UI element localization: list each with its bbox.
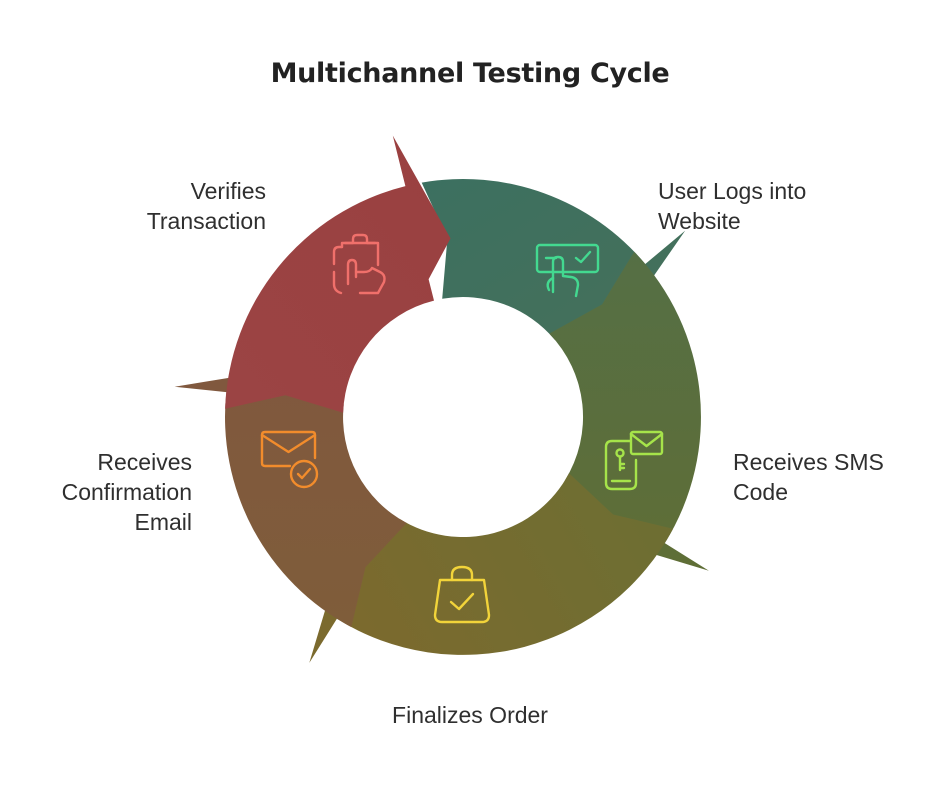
label-receives-confirmation-email: Receives Confirmation Email — [10, 447, 192, 537]
label-line: Receives — [97, 449, 192, 475]
clipboard-hand-icon — [332, 233, 386, 295]
segment-verifies-transaction — [225, 135, 451, 413]
envelope-check-icon — [260, 430, 319, 489]
touch-screen-checkmark-icon — [535, 243, 600, 298]
segment-receives-sms-code — [549, 251, 709, 571]
label-verifies-transaction: Verifies Transaction — [60, 176, 266, 236]
label-line: Confirmation — [61, 479, 192, 505]
label-line: Verifies — [190, 178, 266, 204]
phone-key-message-icon — [604, 430, 664, 491]
label-finalizes-order: Finalizes Order — [330, 700, 610, 730]
label-line: Code — [733, 479, 788, 505]
label-line: Finalizes Order — [392, 702, 548, 728]
segment-receives-confirmation-email — [174, 367, 407, 628]
label-line: Email — [134, 509, 192, 535]
label-line: Website — [658, 208, 741, 234]
diagram-title: Multichannel Testing Cycle — [270, 58, 670, 89]
label-user-logs-into-website: User Logs into Website — [658, 176, 918, 236]
label-line: User Logs into — [658, 178, 807, 204]
shopping-bag-check-icon — [433, 565, 491, 624]
label-line: Transaction — [146, 208, 266, 234]
label-line: Receives SMS — [733, 449, 884, 475]
label-receives-sms-code: Receives SMS Code — [733, 447, 933, 507]
